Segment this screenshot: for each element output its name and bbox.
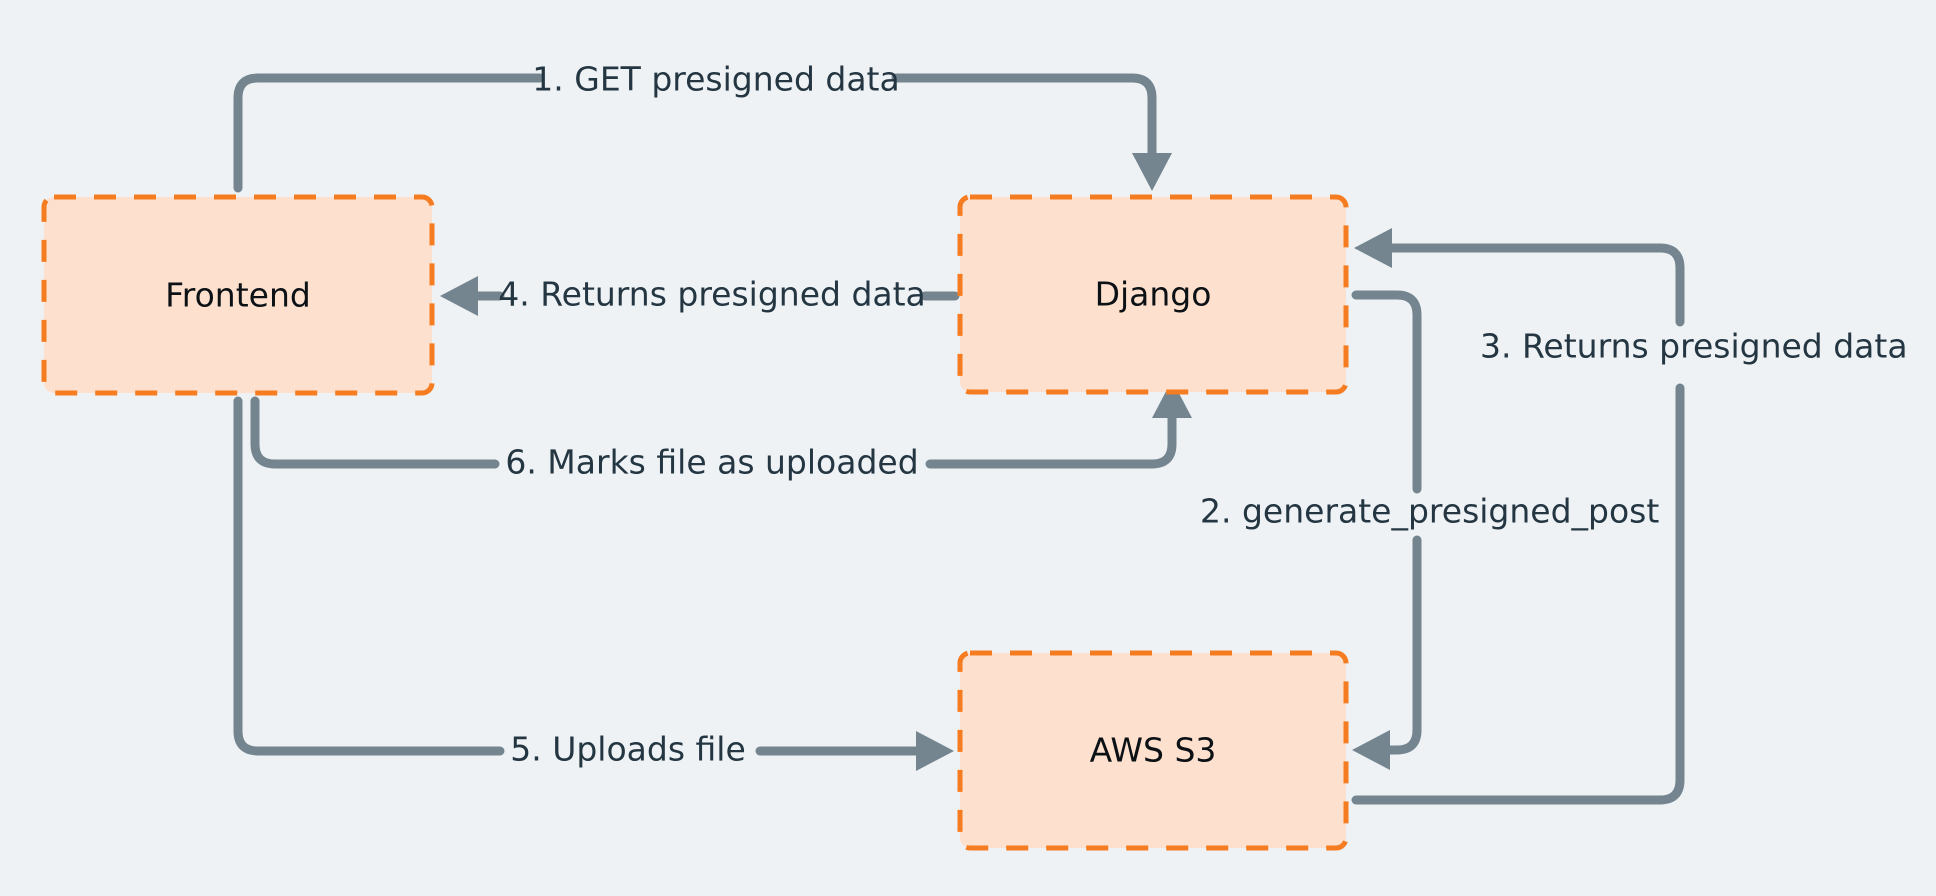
edge-4-returns-presigned-data: 4. Returns presigned data (440, 275, 960, 316)
edge-1-segment-right (891, 73, 1157, 168)
node-django-box[interactable] (957, 194, 1349, 395)
node-django[interactable]: Django (957, 194, 1349, 395)
edge-2-arrowhead (1352, 730, 1390, 770)
node-aws-s3-box[interactable] (957, 650, 1349, 851)
edge-2-segment-top (1351, 290, 1422, 494)
node-frontend-label: Frontend (165, 276, 311, 315)
edge-2-generate-presigned-post: 2. generate_presigned_post (1200, 290, 1659, 770)
edge-4-label: 4. Returns presigned data (498, 275, 926, 314)
edge-3-label: 3. Returns presigned data (1480, 327, 1908, 366)
node-aws-s3[interactable]: AWS S3 (957, 650, 1349, 851)
edge-1-label: 1. GET presigned data (532, 60, 899, 99)
edge-6-arrowhead (1152, 380, 1192, 418)
edge-5-arrowhead (916, 731, 954, 771)
edge-3-returns-presigned-data: 3. Returns presigned data (1351, 228, 1908, 805)
edge-3-segment-upper (1383, 243, 1685, 327)
edge-5-label: 5. Uploads file (510, 730, 746, 769)
edge-6-segment-left (250, 396, 500, 469)
edge-6-label: 6. Marks file as uploaded (505, 443, 918, 482)
edge-4-arrowhead (440, 276, 478, 316)
node-aws-s3-label: AWS S3 (1090, 731, 1217, 770)
edge-2-label: 2. generate_presigned_post (1200, 492, 1659, 531)
edge-1-get-presigned-data: 1. GET presigned data (233, 60, 1172, 193)
node-django-label: Django (1095, 275, 1212, 314)
edge-3-arrowhead (1354, 228, 1392, 268)
edge-5-uploads-file: 5. Uploads file (233, 396, 954, 771)
edge-1-arrowhead (1132, 153, 1172, 191)
edge-5-segment-left (233, 396, 505, 756)
edge-3-segment-lower (1351, 383, 1685, 805)
node-frontend-box[interactable] (41, 194, 435, 396)
edge-6-segment-right (925, 403, 1177, 469)
edge-6-marks-file-as-uploaded: 6. Marks file as uploaded (250, 380, 1192, 482)
node-frontend[interactable]: Frontend (41, 194, 435, 396)
edge-2-segment-bottom (1375, 535, 1422, 755)
edge-1-segment-left (233, 73, 545, 193)
